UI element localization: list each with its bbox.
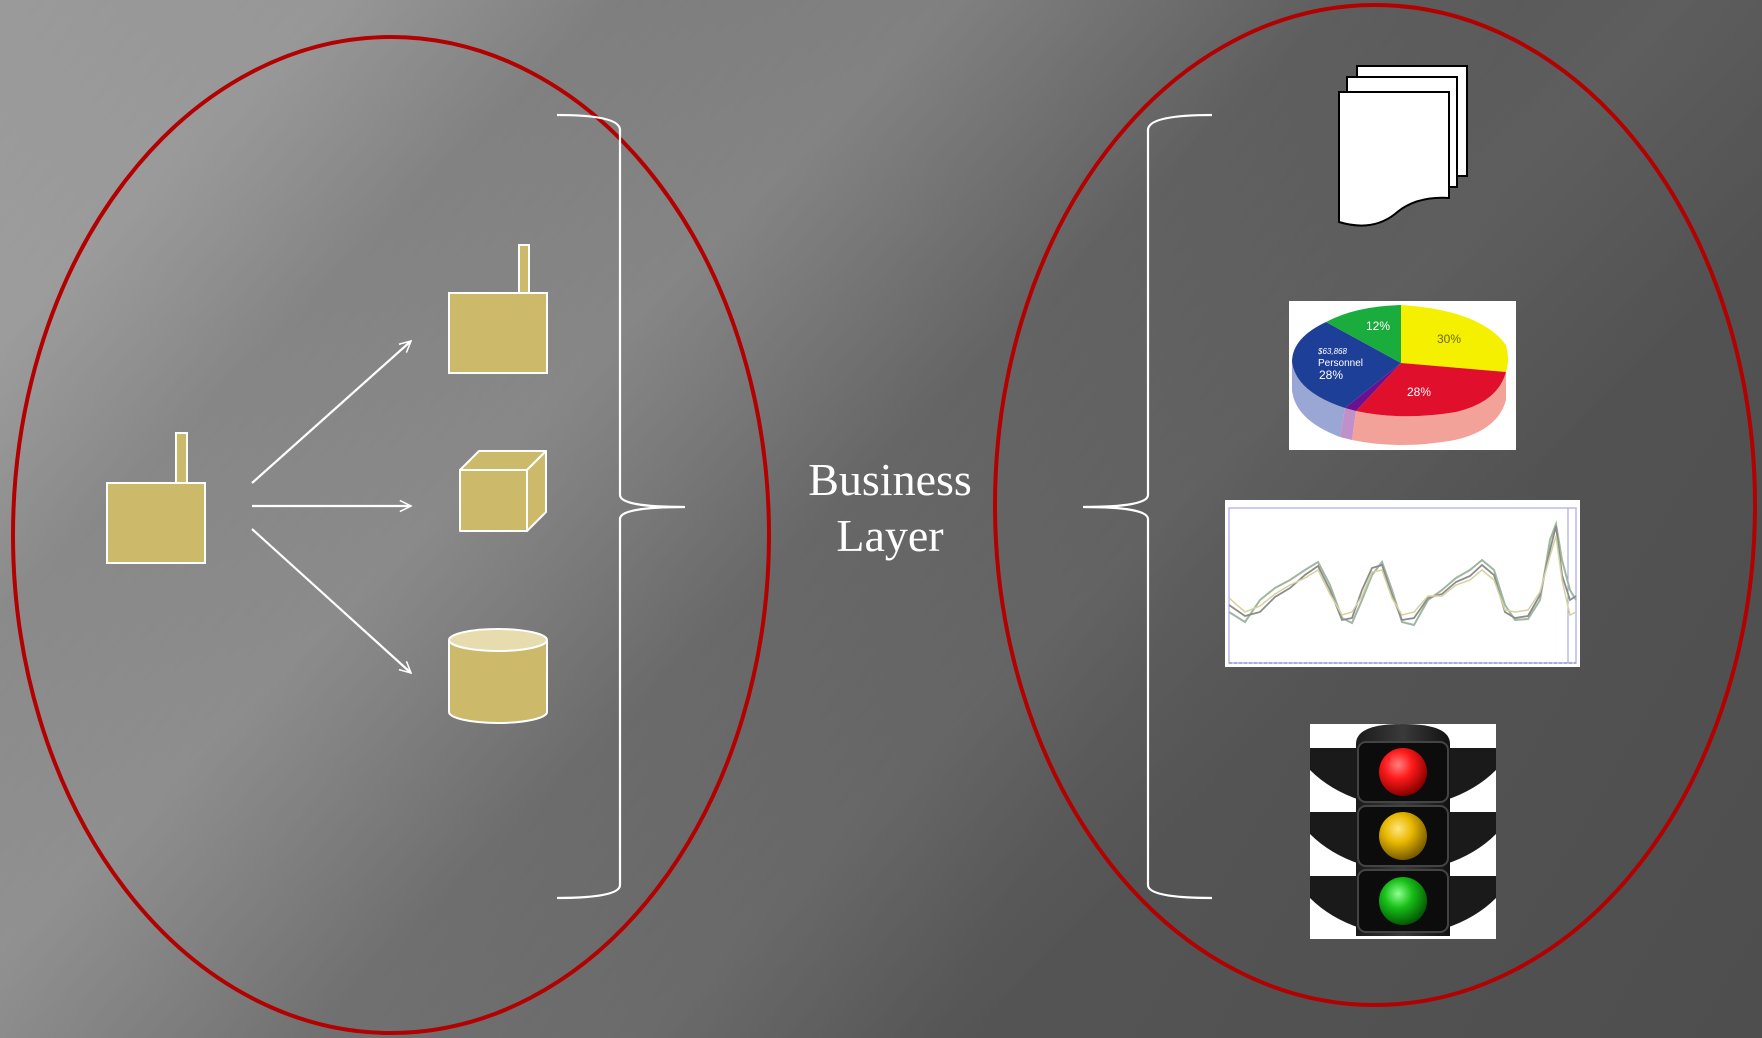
business-layer-label: Business Layer: [790, 452, 990, 564]
green-light: [1379, 877, 1427, 925]
arrow-to-system: [251, 341, 411, 484]
pie-label-red: 28%: [1407, 385, 1431, 399]
right-group-ellipse: [993, 3, 1757, 1007]
pie-label-blue-name: Personnel: [1318, 358, 1363, 369]
pie-chart-icon: 12% 30% 28% $63,868 Personnel 28%: [1289, 301, 1516, 450]
left-curly-bracket: [556, 113, 686, 900]
pie-label-blue-percent: 28%: [1319, 368, 1343, 382]
source-system-icon: [106, 432, 206, 564]
line-chart-icon: [1225, 500, 1580, 667]
red-light: [1379, 748, 1427, 796]
business-layer-label-line2: Layer: [836, 510, 944, 561]
traffic-light-icon: [1310, 724, 1496, 939]
line-series-b: [1228, 525, 1577, 622]
pie-label-green: 12%: [1366, 319, 1390, 333]
database-icon: [448, 628, 548, 724]
business-layer-label-line1: Business: [808, 454, 972, 505]
distribution-arrows: [251, 341, 411, 673]
documents-icon: [1338, 65, 1468, 227]
arrow-to-database: [251, 528, 411, 673]
line-series-c: [1228, 535, 1577, 617]
line-series-a: [1228, 520, 1577, 627]
amber-light: [1379, 812, 1427, 860]
system-icon: [448, 244, 548, 374]
right-curly-bracket: [1082, 113, 1213, 900]
pie-label-blue-value: $63,868: [1317, 347, 1347, 356]
left-group-ellipse: [11, 35, 771, 1035]
cube-icon: [459, 450, 547, 532]
pie-label-yellow: 30%: [1437, 332, 1461, 346]
